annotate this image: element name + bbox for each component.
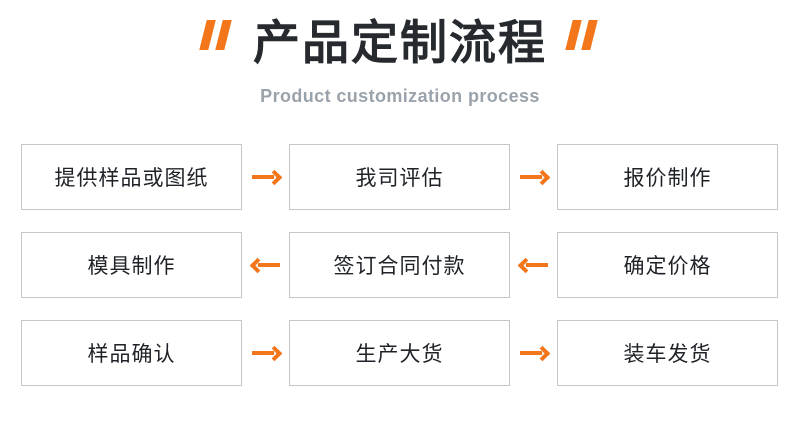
flow-step-box[interactable]: 提供样品或图纸 xyxy=(21,144,242,210)
process-flow: 提供样品或图纸 我司评估 报价制作 模具制作 签订合同付款 xyxy=(21,144,780,386)
flow-arrow-right xyxy=(510,144,557,210)
arrow-right-icon xyxy=(251,342,282,364)
arrow-right-icon xyxy=(519,342,550,364)
flow-step-box[interactable]: 模具制作 xyxy=(21,232,242,298)
title-row: 产品定制流程 xyxy=(0,14,800,76)
page-header: 产品定制流程 Product customization process xyxy=(0,0,800,126)
page-subtitle: Product customization process xyxy=(260,86,540,106)
flow-arrow-left xyxy=(510,232,557,298)
flow-arrow-right xyxy=(242,144,289,210)
flow-arrow-right xyxy=(242,320,289,386)
flow-row-2: 模具制作 签订合同付款 确定价格 xyxy=(21,232,780,298)
flow-row-1: 提供样品或图纸 我司评估 报价制作 xyxy=(21,144,780,210)
flow-arrow-left xyxy=(242,232,289,298)
flow-step-box[interactable]: 确定价格 xyxy=(557,232,778,298)
flow-step-box[interactable]: 生产大货 xyxy=(289,320,510,386)
quote-open-icon xyxy=(195,18,239,54)
arrow-right-icon xyxy=(519,166,550,188)
flow-row-3: 样品确认 生产大货 装车发货 xyxy=(21,320,780,386)
quote-close-icon xyxy=(561,18,605,54)
flow-arrow-right xyxy=(510,320,557,386)
flow-step-box[interactable]: 装车发货 xyxy=(557,320,778,386)
flow-step-box[interactable]: 样品确认 xyxy=(21,320,242,386)
flow-step-box[interactable]: 报价制作 xyxy=(557,144,778,210)
arrow-left-icon xyxy=(517,254,549,276)
arrow-right-icon xyxy=(251,166,282,188)
arrow-left-icon xyxy=(249,254,281,276)
flow-step-box[interactable]: 签订合同付款 xyxy=(289,232,510,298)
flow-step-box[interactable]: 我司评估 xyxy=(289,144,510,210)
page-title: 产品定制流程 xyxy=(253,16,547,69)
